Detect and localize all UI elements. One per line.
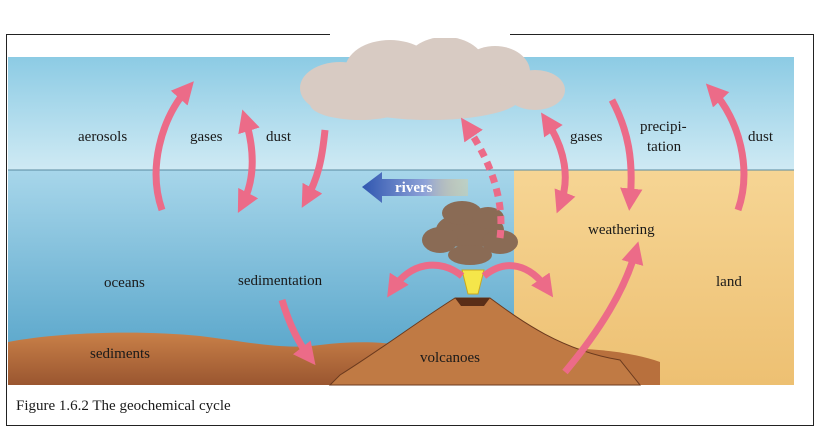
weathering-label: weathering: [588, 222, 655, 238]
ash-plume-shape: [422, 201, 518, 265]
gases-land-arrow: [541, 112, 576, 214]
gases-land-label: gases: [570, 129, 603, 145]
eruption-right-arrow: [481, 262, 554, 298]
volcano-gas-arrow: [460, 117, 505, 239]
dust-ocean-label: dust: [266, 129, 292, 145]
arrows-group: [152, 81, 748, 375]
eruption-left-arrow: [387, 261, 465, 298]
sedimentation-label: sedimentation: [238, 273, 323, 289]
rivers-label: rivers: [395, 180, 433, 196]
volcano-crater: [455, 298, 490, 306]
oceans-label: oceans: [104, 275, 145, 291]
aerosols-label: aerosols: [78, 129, 127, 145]
frame-gap: [330, 30, 510, 38]
magma-plume: [461, 269, 485, 295]
gases-ocean-arrow: [237, 109, 260, 213]
volcano-shape: [328, 297, 642, 386]
sediments-label: sediments: [90, 346, 150, 362]
sedimentation-arrow: [278, 298, 316, 366]
precipitation-arrow: [608, 98, 643, 211]
dust-land-label: dust: [748, 129, 774, 145]
sediment-layer: [8, 332, 420, 385]
weathering-arrow: [562, 241, 644, 375]
dust-ocean-arrow: [301, 129, 329, 208]
figure-caption: Figure 1.6.2 The geochemical cycle: [16, 398, 231, 414]
aerosols-arrow: [152, 81, 194, 212]
cloud-shape: [300, 37, 565, 120]
gases-ocean-label: gases: [190, 129, 223, 145]
precipitation-label-1: precipi-: [640, 119, 687, 135]
volcanoes-label: volcanoes: [420, 350, 480, 366]
land-label: land: [716, 274, 742, 290]
dust-land-arrow: [705, 83, 748, 212]
rivers-arrow-shape: [362, 172, 468, 203]
precipitation-label-2: tation: [647, 139, 682, 155]
